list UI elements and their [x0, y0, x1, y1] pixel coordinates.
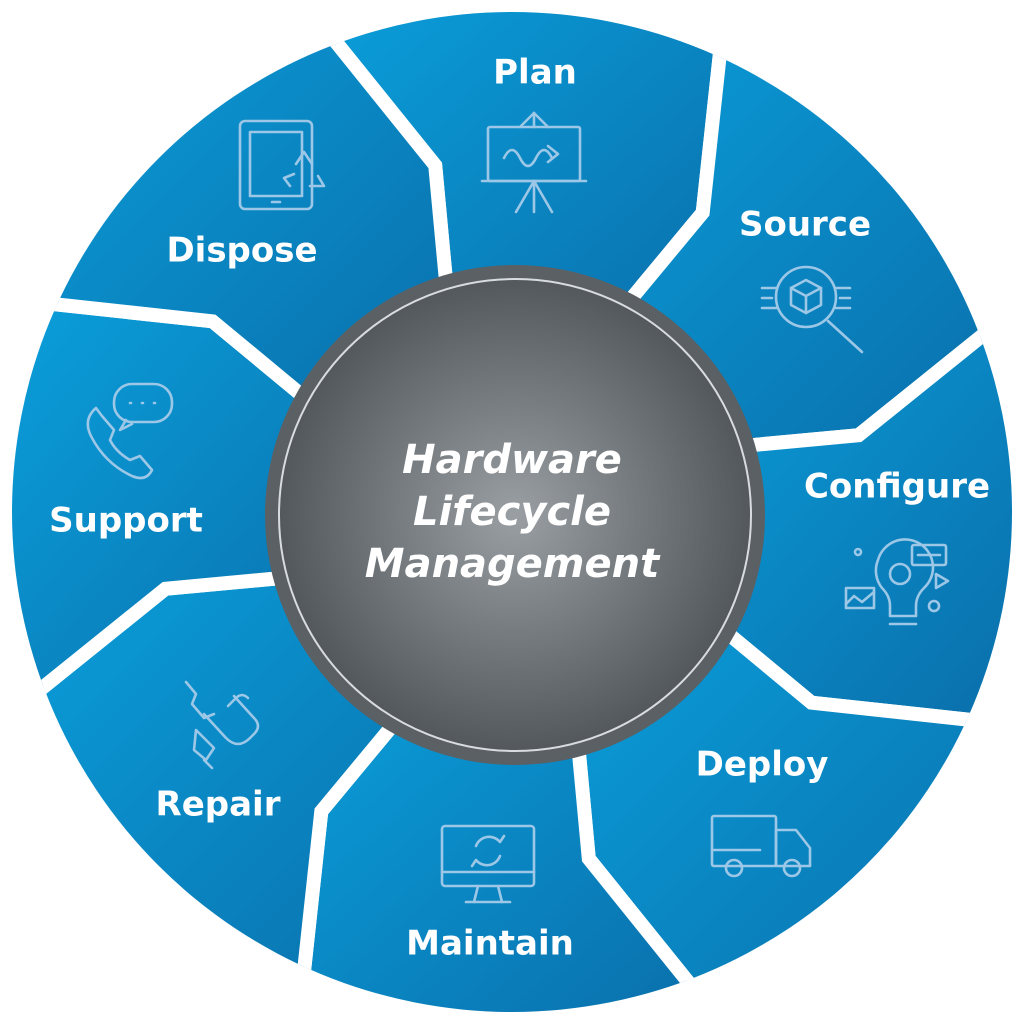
stage-label-source: Source [739, 205, 871, 245]
stage-label-plan: Plan [493, 53, 577, 93]
stage-label-configure: Configure [804, 467, 990, 507]
stage-label-deploy: Deploy [696, 745, 829, 785]
delivery-truck-icon [710, 814, 812, 878]
stage-label-maintain: Maintain [406, 924, 574, 964]
center-hub: Hardware Lifecycle Management [265, 265, 765, 765]
monitor-refresh-icon [440, 824, 536, 904]
center-title-line-3: Management [365, 541, 661, 587]
stage-label-support: Support [49, 501, 203, 541]
center-title-line-2: Lifecycle [413, 489, 611, 535]
phone-chat-icon [86, 382, 174, 480]
tablet-recycle-icon [238, 119, 326, 211]
gear-lightbulb-icon [844, 538, 950, 626]
center-title-line-1: Hardware [402, 437, 622, 483]
presentation-board-icon [480, 111, 588, 214]
stage-label-dispose: Dispose [166, 231, 317, 271]
stage-label-repair: Repair [156, 785, 281, 825]
center-hub-disc [278, 278, 752, 752]
wrench-hand-icon [184, 680, 260, 770]
search-box-icon [760, 265, 864, 354]
